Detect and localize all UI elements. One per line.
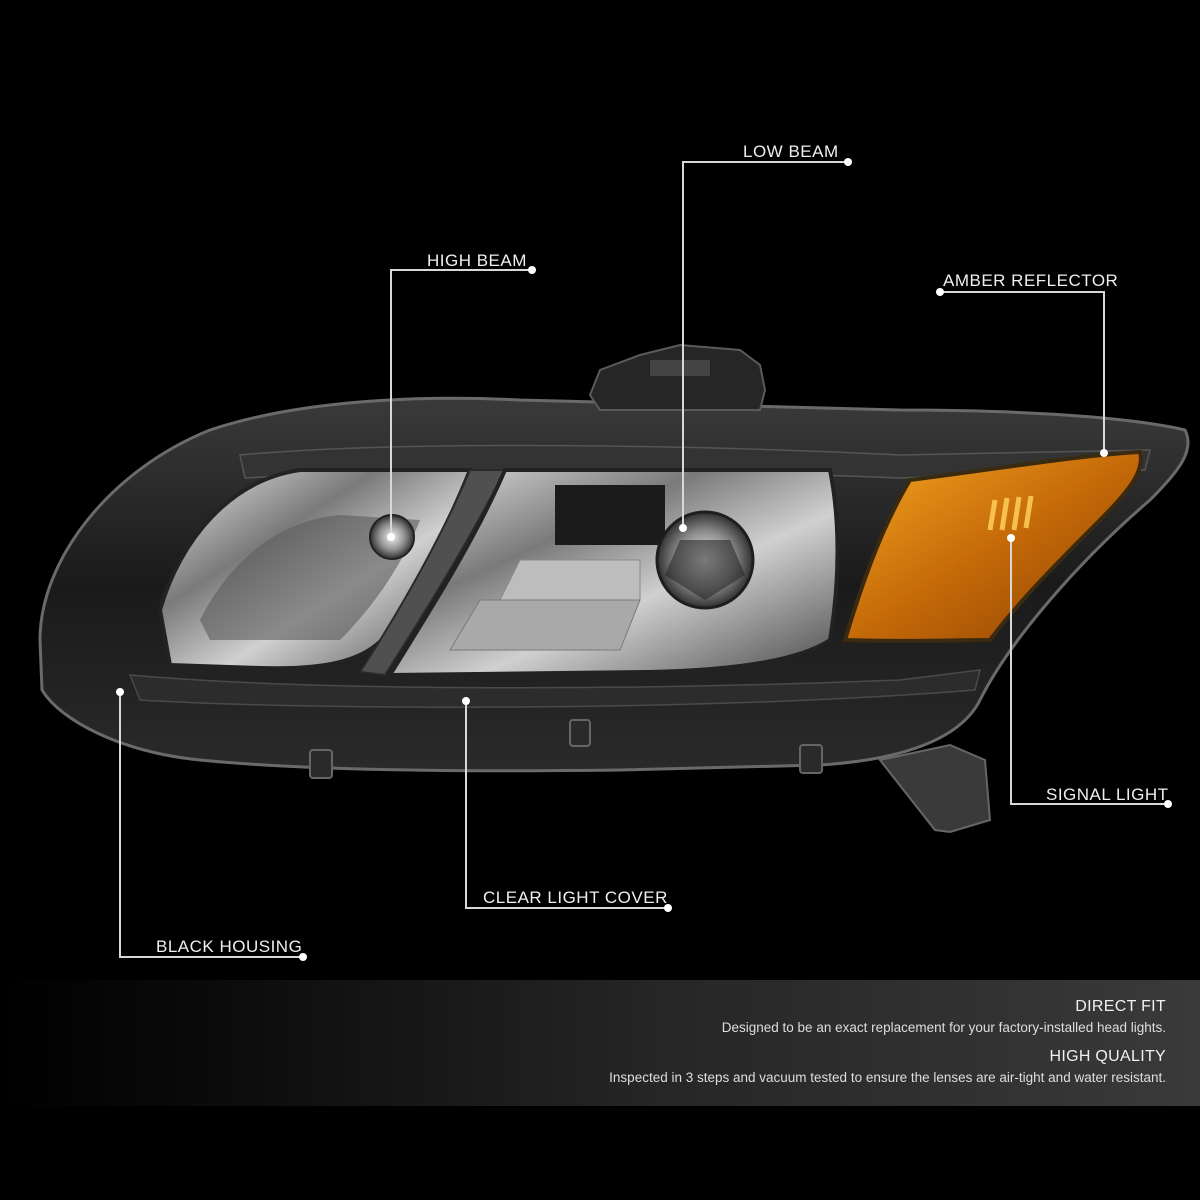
feature-banner: DIRECT FIT Designed to be an exact repla… [0,980,1200,1106]
feature-direct-fit: DIRECT FIT Designed to be an exact repla… [722,998,1166,1035]
callout-low-beam: LOW BEAM [743,142,839,161]
feature-description: Designed to be an exact replacement for … [721,1020,1166,1035]
callout-black-housing: BLACK HOUSING [156,937,303,956]
divider-rib [358,469,507,677]
feature-description: Inspected in 3 steps and vacuum tested t… [609,1070,1166,1085]
callout-signal-light: SIGNAL LIGHT [1046,785,1169,804]
callout-amber-reflector: AMBER REFLECTOR [943,271,1119,290]
feature-title: HIGH QUALITY [1049,1048,1166,1065]
amber-signal-assembly [842,449,1143,643]
mounting-bracket [588,343,767,411]
lower-bezel [128,669,981,708]
feature-title: DIRECT FIT [1075,998,1166,1015]
feature-high-quality: HIGH QUALITY Inspected in 3 steps and va… [609,1048,1166,1085]
low-beam-chamber [386,468,840,678]
mounting-tabs [309,719,992,834]
callout-clear-light-cover: CLEAR LIGHT COVER [483,888,668,907]
callout-high-beam: HIGH BEAM [427,251,527,270]
